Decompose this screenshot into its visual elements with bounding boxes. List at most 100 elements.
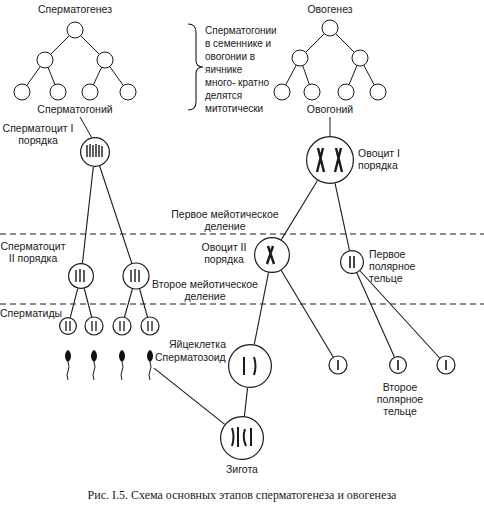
- cell-node: Зигота: [220, 416, 264, 460]
- cell-fill: [306, 136, 354, 184]
- cell-label: Зигота: [207, 463, 277, 475]
- chromosome: [338, 360, 446, 370]
- cell-fill: [254, 237, 290, 273]
- cell-label: Яйцеклетка: [158, 338, 226, 350]
- lineage-connector: [335, 183, 349, 250]
- cell-node: Первое полярное тельце: [340, 250, 364, 274]
- node-outline: [389, 356, 407, 374]
- cell-fill: [228, 344, 272, 388]
- cell-label: Овоцит I порядка: [358, 147, 418, 171]
- cell-label: Овоцит II порядка: [196, 241, 252, 265]
- cell-circle: [113, 317, 131, 335]
- chromosome: [87, 144, 102, 157]
- gonium-circle: [97, 52, 113, 68]
- stage-label: Второе мейотическое деление: [145, 278, 265, 302]
- lineage-line: [80, 117, 92, 138]
- gonium-circle: [50, 84, 66, 100]
- cell-circle: [307, 137, 354, 184]
- lineage-connector: [70, 289, 77, 318]
- chromosome: [244, 357, 256, 375]
- gonium-circle: [67, 22, 83, 38]
- node-outline: [68, 263, 94, 289]
- lineage-line: [330, 117, 331, 136]
- chromosome: [267, 246, 274, 264]
- cell-circle: [123, 263, 149, 289]
- cell-node: Овоцит II порядка: [254, 237, 290, 273]
- gonium-circle: [352, 50, 368, 66]
- stage-label: Сперматогонии в семеннике и овогонии в я…: [205, 24, 275, 115]
- cell-fill: [220, 416, 264, 460]
- lineage-connector: [357, 273, 394, 357]
- cell-circle: [229, 345, 272, 388]
- lineage-connector: [244, 388, 247, 416]
- lineage-connector: [281, 180, 317, 239]
- stage-label: Сперматогоний: [25, 103, 125, 115]
- gonium-circle: [322, 20, 338, 36]
- gonium-circle: [37, 52, 53, 68]
- cell-fill: [59, 317, 77, 335]
- chromosome: [232, 427, 251, 447]
- cell-node: Яйцеклетка: [228, 344, 272, 388]
- cell-label: Сперматозоид: [155, 351, 227, 363]
- division-line: [0, 234, 484, 235]
- chromosome: [131, 269, 139, 282]
- cell-node: Овоцит I порядка: [306, 136, 354, 184]
- cell-circle: [141, 317, 159, 335]
- lineage-line: [282, 28, 378, 92]
- cell-circle: [85, 317, 103, 335]
- sperm-node: Сперматозоид: [146, 350, 154, 380]
- cell-circle: [255, 238, 290, 273]
- cell-label: Сперматоцит II порядка: [0, 240, 66, 264]
- cell-circle: [69, 264, 94, 289]
- cell-circle: [390, 357, 407, 374]
- gonium-circle: [304, 84, 320, 100]
- cell-label: Второе полярное тельце: [370, 381, 430, 417]
- gonium-circle: [82, 84, 98, 100]
- sperm-tail: [67, 362, 123, 380]
- node-outline: [228, 344, 272, 388]
- chromosome: [317, 148, 342, 172]
- cell-fill: [340, 250, 364, 274]
- lineage-connector: [82, 167, 93, 263]
- node-outline: [80, 137, 110, 167]
- chromosome: [66, 321, 152, 331]
- lineage-connector: [154, 368, 225, 424]
- gonium-circle: [370, 84, 386, 100]
- gonium-circle: [338, 84, 354, 100]
- node-outline: [220, 416, 264, 460]
- chromosome: [350, 256, 354, 268]
- lineage-line: [81, 152, 446, 365]
- cell-label: Сперматиды: [0, 307, 60, 319]
- figure-caption: Рис. I.5. Схема основных этапов спермато…: [0, 488, 484, 502]
- node-outline: [306, 136, 354, 184]
- node-outline: [340, 250, 364, 274]
- cell-label: Первое полярное тельце: [369, 248, 429, 284]
- cell-fill: [80, 137, 110, 167]
- cell-circle: [60, 318, 77, 335]
- cell-circle: [341, 251, 364, 274]
- sperm-tail: [149, 362, 151, 380]
- division-line: [0, 304, 484, 305]
- node-outline: [254, 237, 290, 273]
- cell-node: Сперматоцит II порядка: [68, 263, 94, 289]
- cell-circle: [81, 138, 110, 167]
- node-outline: [59, 317, 77, 335]
- stage-label: Овогенез: [280, 3, 380, 15]
- stage-label: Сперматогенез: [25, 3, 125, 15]
- node-outline: [146, 350, 154, 380]
- gonium-circle: [292, 50, 308, 66]
- stage-label: Первое мейотическое деление: [160, 208, 290, 232]
- lineage-line: [22, 30, 128, 92]
- sperm-head: [147, 350, 153, 362]
- chromosome: [76, 269, 84, 282]
- sperm-head: [65, 350, 125, 362]
- cell-node: Сперматиды: [59, 317, 77, 335]
- cell-circle: [221, 417, 264, 460]
- gonium-circle: [14, 84, 30, 100]
- cell-node: Сперматоцит I порядка: [80, 137, 110, 167]
- cell-node: Второе полярное тельце: [389, 356, 407, 374]
- brace: [188, 24, 203, 110]
- cell-fill: [68, 263, 94, 289]
